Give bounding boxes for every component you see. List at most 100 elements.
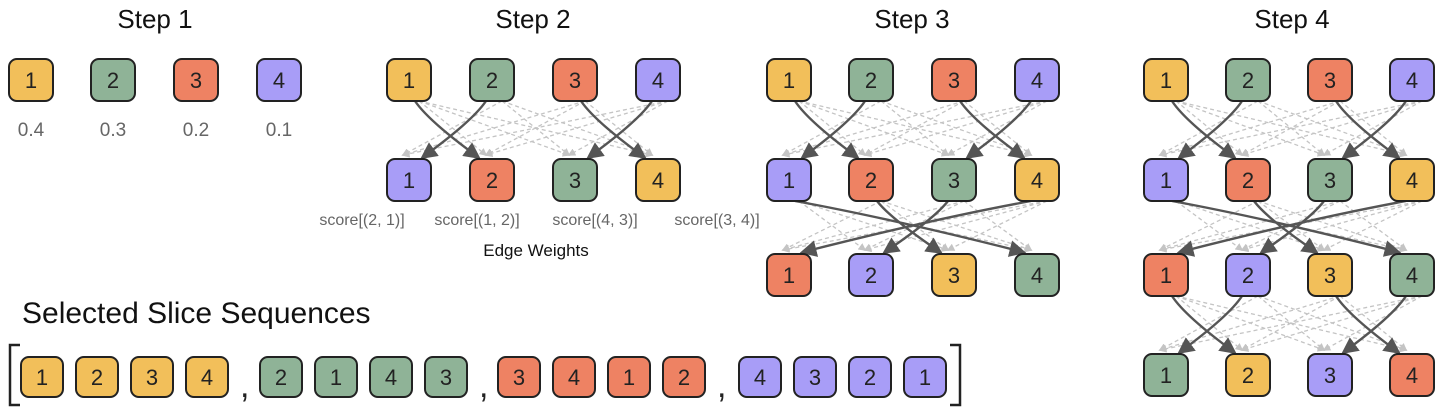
seq3-box-2: 4 [552, 356, 596, 398]
step3-box-r2-c2: 3 [931, 253, 977, 297]
step1-box-3-label: 3 [190, 68, 202, 93]
step4-r0-faint-edge-0-1 [1175, 100, 1244, 156]
step3-box-r0-c0: 1 [766, 58, 812, 102]
step2-box-r0-c1-rect [469, 58, 515, 102]
seq2-box-4: 3 [424, 356, 468, 398]
step4-box-r3-c2-label: 3 [1324, 363, 1336, 388]
step1-box-3: 3 [173, 58, 219, 102]
seq4-box-4-label: 1 [919, 365, 931, 390]
step3-box-r2-c1-rect [848, 253, 894, 297]
step4-edge-r2-c3 [1341, 295, 1408, 354]
selected-sequences-title: Selected Slice Sequences [22, 297, 371, 330]
step4-box-r3-c0-label: 1 [1160, 363, 1172, 388]
step4-edge-r0-c1 [1177, 100, 1244, 159]
step2-box-r1-c2-label: 3 [569, 168, 581, 193]
step4-box-r1-c2: 3 [1307, 158, 1353, 202]
step4-r2-faint-edge-2-0 [1158, 295, 1341, 352]
step3-r0-faint-edge-3-0 [781, 100, 1048, 158]
step3-box-r2-c3-rect [1014, 253, 1060, 297]
step4-r2-faint-edge-0-1 [1175, 295, 1244, 351]
step4-r0-faint-edge-0-3 [1175, 100, 1408, 158]
step4-box-r0-c1: 2 [1225, 58, 1271, 102]
step1-box-2: 2 [90, 58, 136, 102]
step3-box-r1-c0-rect [766, 158, 812, 202]
step4-r0-faint-edge-3-0 [1158, 100, 1423, 158]
step4-box-r1-c3-rect [1389, 158, 1435, 202]
step3-r1-faint-edge-0-3 [798, 200, 1033, 253]
seq4-box-4: 1 [903, 356, 947, 398]
step2-box-r0-c3: 4 [635, 58, 681, 102]
step4-r0-faint-edge-2-0 [1158, 100, 1341, 157]
step4-box-r1-c0: 1 [1143, 158, 1189, 202]
seq4-box-2-rect [793, 356, 837, 398]
step1-box-4-rect [256, 58, 302, 102]
seq-comma-3: , [717, 367, 726, 405]
step4-box-r2-c1-label: 2 [1242, 263, 1254, 288]
step4-box-r2-c2: 3 [1307, 253, 1353, 297]
step4-edge-r1-c3 [1176, 199, 1407, 257]
step3-edge-r1-c3 [799, 199, 1032, 257]
seq1-box-2-rect [75, 356, 119, 398]
seq4-box-4-rect [903, 356, 947, 398]
step3-box-r2-c0-rect [766, 253, 812, 297]
step4-edge-r0-c3 [1341, 100, 1408, 159]
step4-r2-faint-edge-3-2 [1322, 295, 1423, 351]
step3-box-r2-c1-label: 2 [865, 263, 877, 288]
step4-box-r0-c1-rect [1225, 58, 1271, 102]
step3-edge-r1-c1 [876, 200, 943, 254]
step4-box-r3-c3: 4 [1389, 353, 1435, 397]
step3-box-r2-c2-label: 3 [948, 263, 960, 288]
step4-box-r1-c1-rect [1225, 158, 1271, 202]
score-label-2: score[(1, 2)] [434, 212, 519, 229]
seq1-box-4: 4 [185, 356, 229, 398]
step4-box-r0-c0: 1 [1143, 58, 1189, 102]
seq2-box-2: 1 [314, 356, 358, 398]
seq2-box-1-label: 2 [275, 365, 287, 390]
seq1-box-4-label: 4 [201, 365, 213, 390]
step3-box-r2-c2-rect [931, 253, 977, 297]
seq1-box-1-rect [20, 356, 64, 398]
step4-box-r0-c2-label: 3 [1324, 68, 1336, 93]
step2-box-r1-c0-label: 1 [403, 168, 415, 193]
step2-box-r0-c0: 1 [386, 58, 432, 102]
step3-edge-r0-c3 [965, 100, 1032, 159]
seq2-box-3-rect [369, 356, 413, 398]
step4-box-r3-c0-rect [1143, 353, 1189, 397]
step2-box-r1-c2-rect [552, 158, 598, 202]
step2-box-r1-c3-label: 4 [652, 168, 664, 193]
step4-box-r2-c3-label: 4 [1406, 263, 1418, 288]
seq3-box-1-rect [497, 356, 541, 398]
step4-box-r2-c0-label: 1 [1160, 263, 1172, 288]
step2-box-r0-c2-rect [552, 58, 598, 102]
step2-box-r0-c0-rect [386, 58, 432, 102]
step3-box-r0-c1-rect [848, 58, 894, 102]
step3-box-r2-c1: 2 [848, 253, 894, 297]
step2-edge-r0-c1 [420, 100, 487, 159]
step3-edge-r0-c0 [793, 100, 860, 159]
step4-r0-faint-edge-1-0 [1158, 100, 1259, 156]
step1-box-1: 1 [8, 58, 54, 102]
step4-box-r1-c0-rect [1143, 158, 1189, 202]
seq4-box-3: 2 [848, 356, 892, 398]
seq4-box-3-label: 2 [864, 365, 876, 390]
step4-r0-faint-edge-3-1 [1240, 100, 1423, 157]
step2-r0-faint-edge-1-0 [401, 100, 503, 156]
step2-box-r0-c1-label: 2 [486, 68, 498, 93]
step4-edge-r1-c1 [1253, 200, 1319, 254]
seq2-box-2-rect [314, 356, 358, 398]
seq1-box-1-label: 1 [36, 365, 48, 390]
step3-r1-faint-edge-3-1 [863, 200, 1048, 253]
step4-box-r3-c3-label: 4 [1406, 363, 1418, 388]
step4-r1-faint-edge-2-1 [1240, 200, 1341, 251]
step4-r2-faint-edge-3-0 [1158, 295, 1423, 353]
step3-box-r1-c3-rect [1014, 158, 1060, 202]
edge-weights-label: Edge Weights [483, 241, 589, 260]
step4-r2-faint-edge-2-1 [1240, 295, 1341, 351]
step4-box-r3-c2: 3 [1307, 353, 1353, 397]
step4-box-r2-c0-rect [1143, 253, 1189, 297]
step4-box-r1-c2-rect [1307, 158, 1353, 202]
step3-r0-faint-edge-3-1 [863, 100, 1048, 157]
step2-box-r1-c0-rect [386, 158, 432, 202]
step4-box-r0-c1-label: 2 [1242, 68, 1254, 93]
